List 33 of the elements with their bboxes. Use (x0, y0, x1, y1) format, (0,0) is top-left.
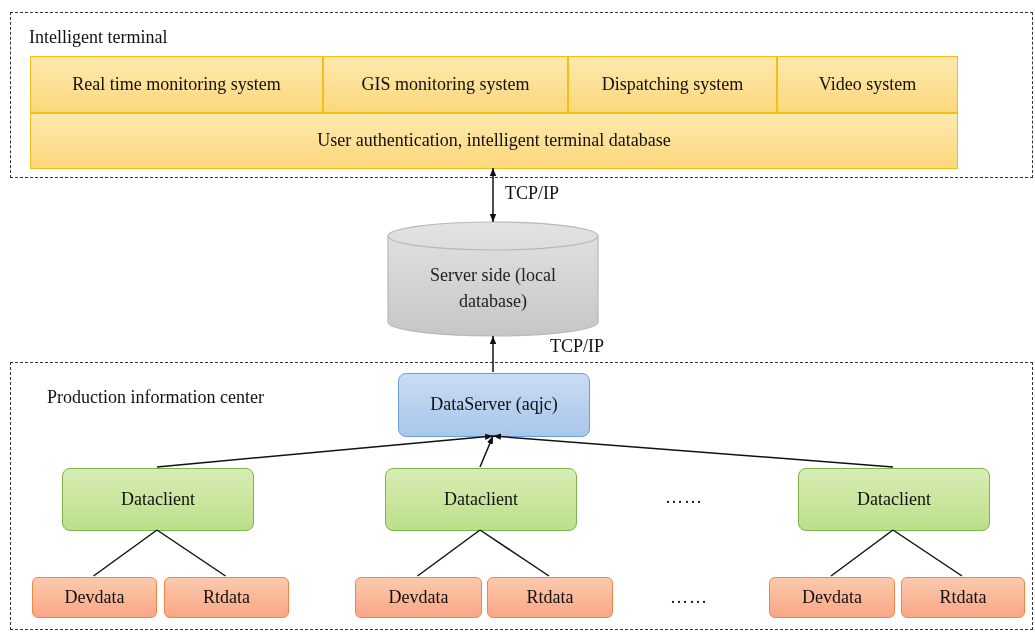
data-box: Rtdata (164, 577, 289, 618)
arrow (492, 433, 894, 468)
client-box: Dataclient (62, 468, 254, 531)
group-title: Production information center (47, 387, 264, 408)
system-module-box: Video system (777, 56, 958, 113)
data-box: Rtdata (901, 577, 1025, 618)
connector-line (416, 529, 481, 577)
ellipsis-label: …… (670, 587, 708, 608)
server-box: DataServer (aqjc) (398, 373, 590, 437)
arrow (156, 433, 494, 468)
data-box: Devdata (32, 577, 157, 618)
system-module-box: Real time monitoring system (30, 56, 323, 113)
system-module-box: User authentication, intelligent terminal database (30, 113, 958, 169)
connector-line (479, 529, 550, 577)
dashed-group-frame (10, 362, 1033, 630)
arrow (479, 435, 494, 468)
system-module-box: Dispatching system (568, 56, 777, 113)
data-box: Devdata (769, 577, 895, 618)
connector-line (830, 529, 894, 577)
arrow (489, 167, 497, 223)
connector-line (156, 529, 227, 577)
connector-line (92, 529, 158, 577)
dashed-group-frame (10, 12, 1033, 178)
database-label: Server side (local database) (429, 263, 557, 313)
connector-line (892, 529, 963, 577)
ellipsis-label: …… (665, 487, 703, 508)
group-title: Intelligent terminal (29, 27, 168, 48)
client-box: Dataclient (385, 468, 577, 531)
data-box: Rtdata (487, 577, 613, 618)
system-module-box: GIS monitoring system (323, 56, 568, 113)
client-box: Dataclient (798, 468, 990, 531)
arrow (489, 335, 497, 373)
data-box: Devdata (355, 577, 482, 618)
